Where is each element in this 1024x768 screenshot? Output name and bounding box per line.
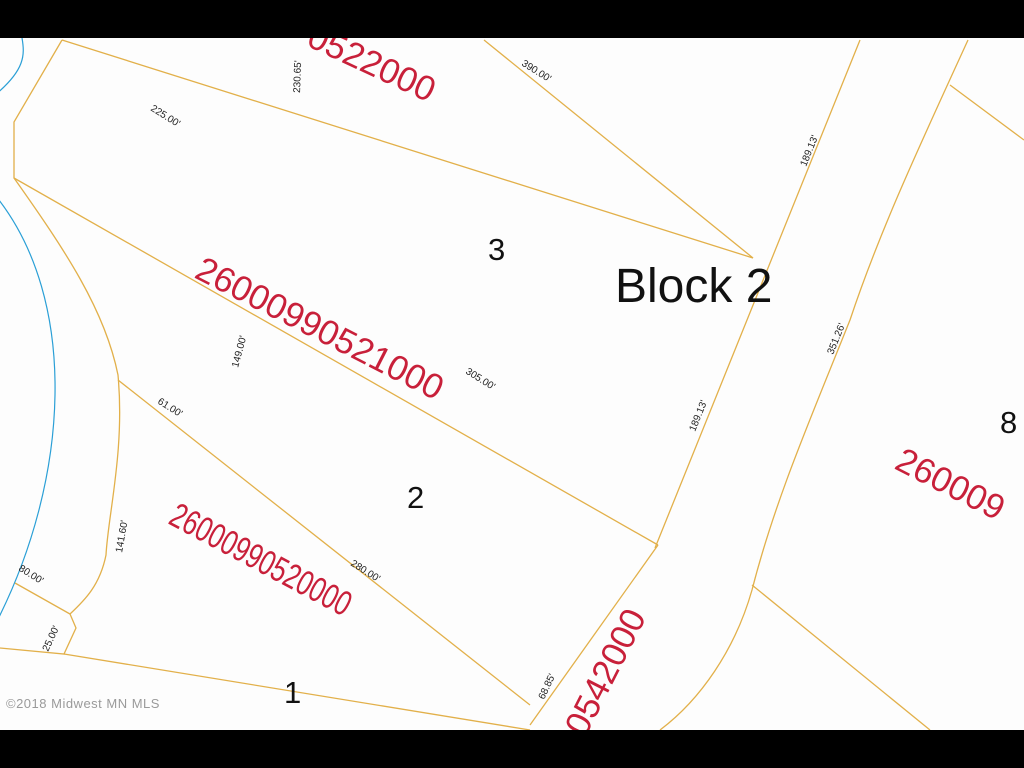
lot-line-east-south <box>751 584 931 730</box>
plat-map-svg: 0522000 26000990521000 26000990520000 05… <box>0 38 1024 730</box>
dimension-label: 305.00' <box>463 366 496 393</box>
dimension-label: 351.26' <box>826 322 848 356</box>
lot-number-3: 3 <box>488 232 505 267</box>
dimension-label: 80.00' <box>16 563 45 587</box>
dimension-label: 149.00' <box>230 334 249 368</box>
dimension-label: 68.85' <box>537 672 558 701</box>
dimension-label: 390.00' <box>519 58 552 85</box>
road-east-edge <box>659 39 969 730</box>
west-frontage-line <box>13 39 121 615</box>
dimension-label: 189.13' <box>799 134 821 168</box>
lot-line-north-east <box>483 39 754 259</box>
shoreline-curve <box>0 200 56 617</box>
block-label: Block 2 <box>615 260 772 313</box>
lot-line-south <box>63 653 531 730</box>
plat-map: 0522000 26000990521000 26000990520000 05… <box>0 38 1024 730</box>
dimension-label: 189.13' <box>688 399 710 433</box>
parcel-id-north: 0522000 <box>302 38 442 110</box>
lot-number-2: 2 <box>407 480 424 515</box>
dimension-label: 280.00' <box>348 558 381 585</box>
dimension-label: 230.65' <box>292 60 304 93</box>
dimension-label: 61.00' <box>155 396 184 420</box>
lot-line-lot1-east <box>529 544 659 726</box>
road-west-edge <box>654 39 861 549</box>
lot-line-east-north <box>949 84 1024 141</box>
shoreline-line <box>0 38 24 92</box>
copyright-watermark: ©2018 Midwest MN MLS <box>6 696 160 711</box>
lot-line-north <box>61 39 754 259</box>
parcel-id-lot-2: 26000990520000 <box>163 496 358 624</box>
parcel-id-lot-8: 260009 <box>889 440 1011 528</box>
parcel-id-lot-3: 26000990521000 <box>189 249 450 407</box>
lot-line-2-1 <box>117 379 531 706</box>
lot-line-1-south <box>0 582 77 655</box>
dimension-label: 141.60' <box>114 520 130 554</box>
lot-line-3-2 <box>13 177 659 546</box>
lot-number-1: 1 <box>284 675 301 710</box>
dimension-label: 25.00' <box>41 624 62 653</box>
dimension-label: 225.00' <box>148 103 181 130</box>
lot-number-8: 8 <box>1000 405 1017 440</box>
